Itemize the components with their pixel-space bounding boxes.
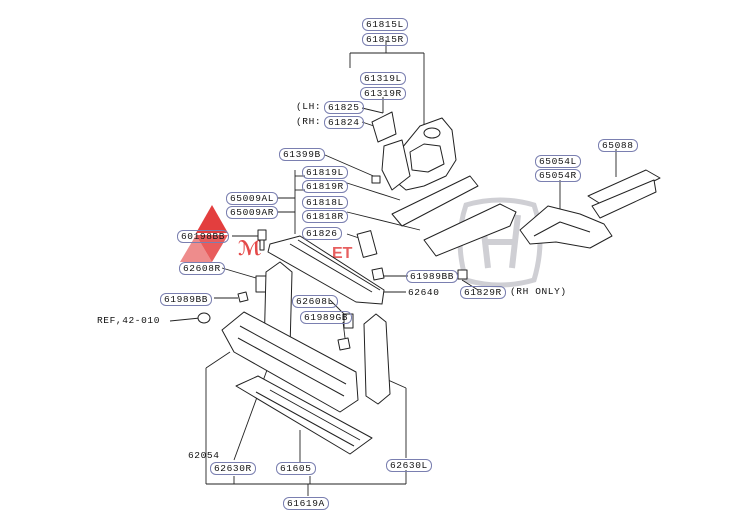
bolt-icon <box>371 175 381 184</box>
apron-inner <box>409 143 445 173</box>
watermark-h-logo <box>457 197 543 288</box>
label-rh-prefix: (RH: <box>296 116 322 127</box>
label-62608l[interactable]: 62608L <box>292 295 338 308</box>
svg-text:ℳ: ℳ <box>238 238 262 260</box>
nut-icon <box>457 269 468 280</box>
side-member-lower-part <box>423 203 517 257</box>
label-61605[interactable]: 61605 <box>276 462 316 475</box>
upper-radiator-support-part <box>267 235 385 305</box>
label-61989bb-mid[interactable]: 61989BB <box>406 270 459 283</box>
label-rh-only: (RH ONLY) <box>510 286 567 297</box>
watermark-wordmark: ℳ ET <box>238 238 353 262</box>
bolt-60198bb-icon <box>257 229 267 251</box>
label-62640[interactable]: 62640 <box>408 287 440 298</box>
label-65088[interactable]: 65088 <box>598 139 638 152</box>
plate-part <box>356 230 378 258</box>
label-61825[interactable]: 61825 <box>324 101 364 114</box>
label-61815l[interactable]: 61815L <box>362 18 408 31</box>
label-61819r[interactable]: 61819R <box>302 180 348 193</box>
label-61818r[interactable]: 61818R <box>302 210 348 223</box>
label-61989bb-left[interactable]: 61989BB <box>160 293 213 306</box>
upper-support-ribs <box>289 239 381 293</box>
label-61826[interactable]: 61826 <box>302 227 342 240</box>
label-61399b[interactable]: 61399B <box>279 148 325 161</box>
label-61619a[interactable]: 61619A <box>283 497 329 510</box>
label-61989gb[interactable]: 61989GB <box>300 311 353 324</box>
channel-lower <box>591 179 657 219</box>
side-member-part <box>391 175 479 227</box>
label-60198bb[interactable]: 60198BB <box>177 230 230 243</box>
label-62630l[interactable]: 62630L <box>386 459 432 472</box>
label-61818l[interactable]: 61818L <box>302 196 348 209</box>
leader-lines <box>169 40 617 496</box>
extension-bracket-part <box>519 205 613 249</box>
label-61815r[interactable]: 61815R <box>362 33 408 46</box>
svg-text:ET: ET <box>332 245 353 262</box>
plate-62608r-part <box>255 275 267 293</box>
label-62630r[interactable]: 62630R <box>210 462 256 475</box>
bumper-beam-part <box>221 311 359 413</box>
bolt-61989bb-mid-icon <box>371 267 385 281</box>
bumper-beam-ribs <box>237 325 347 397</box>
gusset-part <box>371 111 397 143</box>
label-65009ar[interactable]: 65009AR <box>226 206 279 219</box>
label-65054r[interactable]: 65054R <box>535 169 581 182</box>
label-61829r[interactable]: 61829R <box>460 286 506 299</box>
under-cover-ribs <box>255 389 361 447</box>
label-61319l[interactable]: 61319L <box>360 72 406 85</box>
label-62054[interactable]: 62054 <box>188 450 220 461</box>
support-62630l-part <box>363 313 391 405</box>
watermark-diamond-logo <box>180 205 228 262</box>
label-ref: REF,42-010 <box>97 315 161 326</box>
bolt-61989gb-icon <box>337 337 351 351</box>
clip-ref-icon <box>197 312 211 324</box>
label-61319r[interactable]: 61319R <box>360 87 406 100</box>
label-lh-prefix: (LH: <box>296 101 322 112</box>
label-62608r[interactable]: 62608R <box>179 262 225 275</box>
label-65009al[interactable]: 65009AL <box>226 192 279 205</box>
label-61819l[interactable]: 61819L <box>302 166 348 179</box>
gusset-lower-part <box>381 139 411 191</box>
bolt-61989bb-left-icon <box>237 291 249 303</box>
label-65054l[interactable]: 65054L <box>535 155 581 168</box>
extension-bracket-inner <box>533 221 591 237</box>
apron-hole <box>423 127 441 139</box>
under-cover-part <box>235 375 373 455</box>
label-61824[interactable]: 61824 <box>324 116 364 129</box>
